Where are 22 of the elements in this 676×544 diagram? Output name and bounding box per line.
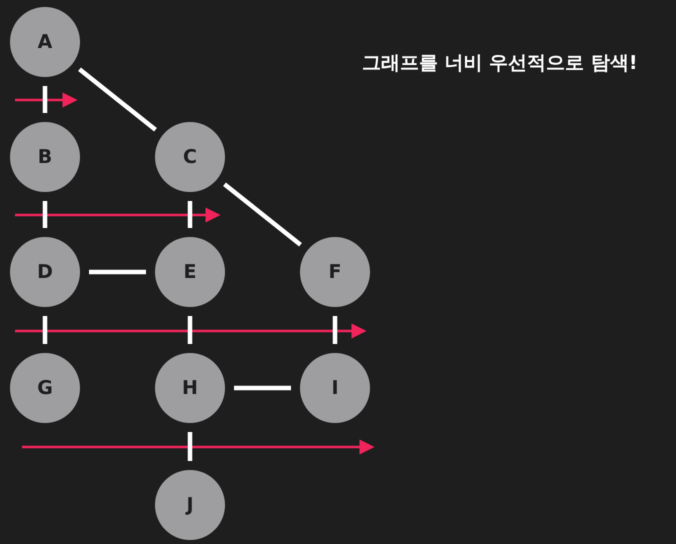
node-circle: J	[155, 470, 225, 540]
connector-line	[223, 182, 302, 246]
node-circle: C	[155, 122, 225, 192]
connector-line	[188, 201, 192, 228]
node-circle: G	[10, 353, 80, 423]
node-circle: E	[155, 237, 225, 307]
connector-line	[188, 316, 192, 344]
node-circle: F	[300, 237, 370, 307]
connector-line	[78, 68, 157, 132]
node-circle: A	[10, 7, 80, 77]
node-circle: I	[300, 353, 370, 423]
node-circle: H	[155, 353, 225, 423]
connector-line	[42, 201, 48, 228]
title: 그래프를 너비 우선적으로 탐색!	[362, 51, 638, 76]
node-circle: D	[10, 237, 80, 307]
connector-line	[332, 316, 338, 344]
node-circle: B	[10, 122, 80, 192]
connector-line	[234, 386, 291, 390]
connector-line	[42, 316, 48, 344]
connector-line	[188, 432, 192, 461]
connector-line	[42, 86, 48, 113]
connector-line	[89, 270, 146, 274]
